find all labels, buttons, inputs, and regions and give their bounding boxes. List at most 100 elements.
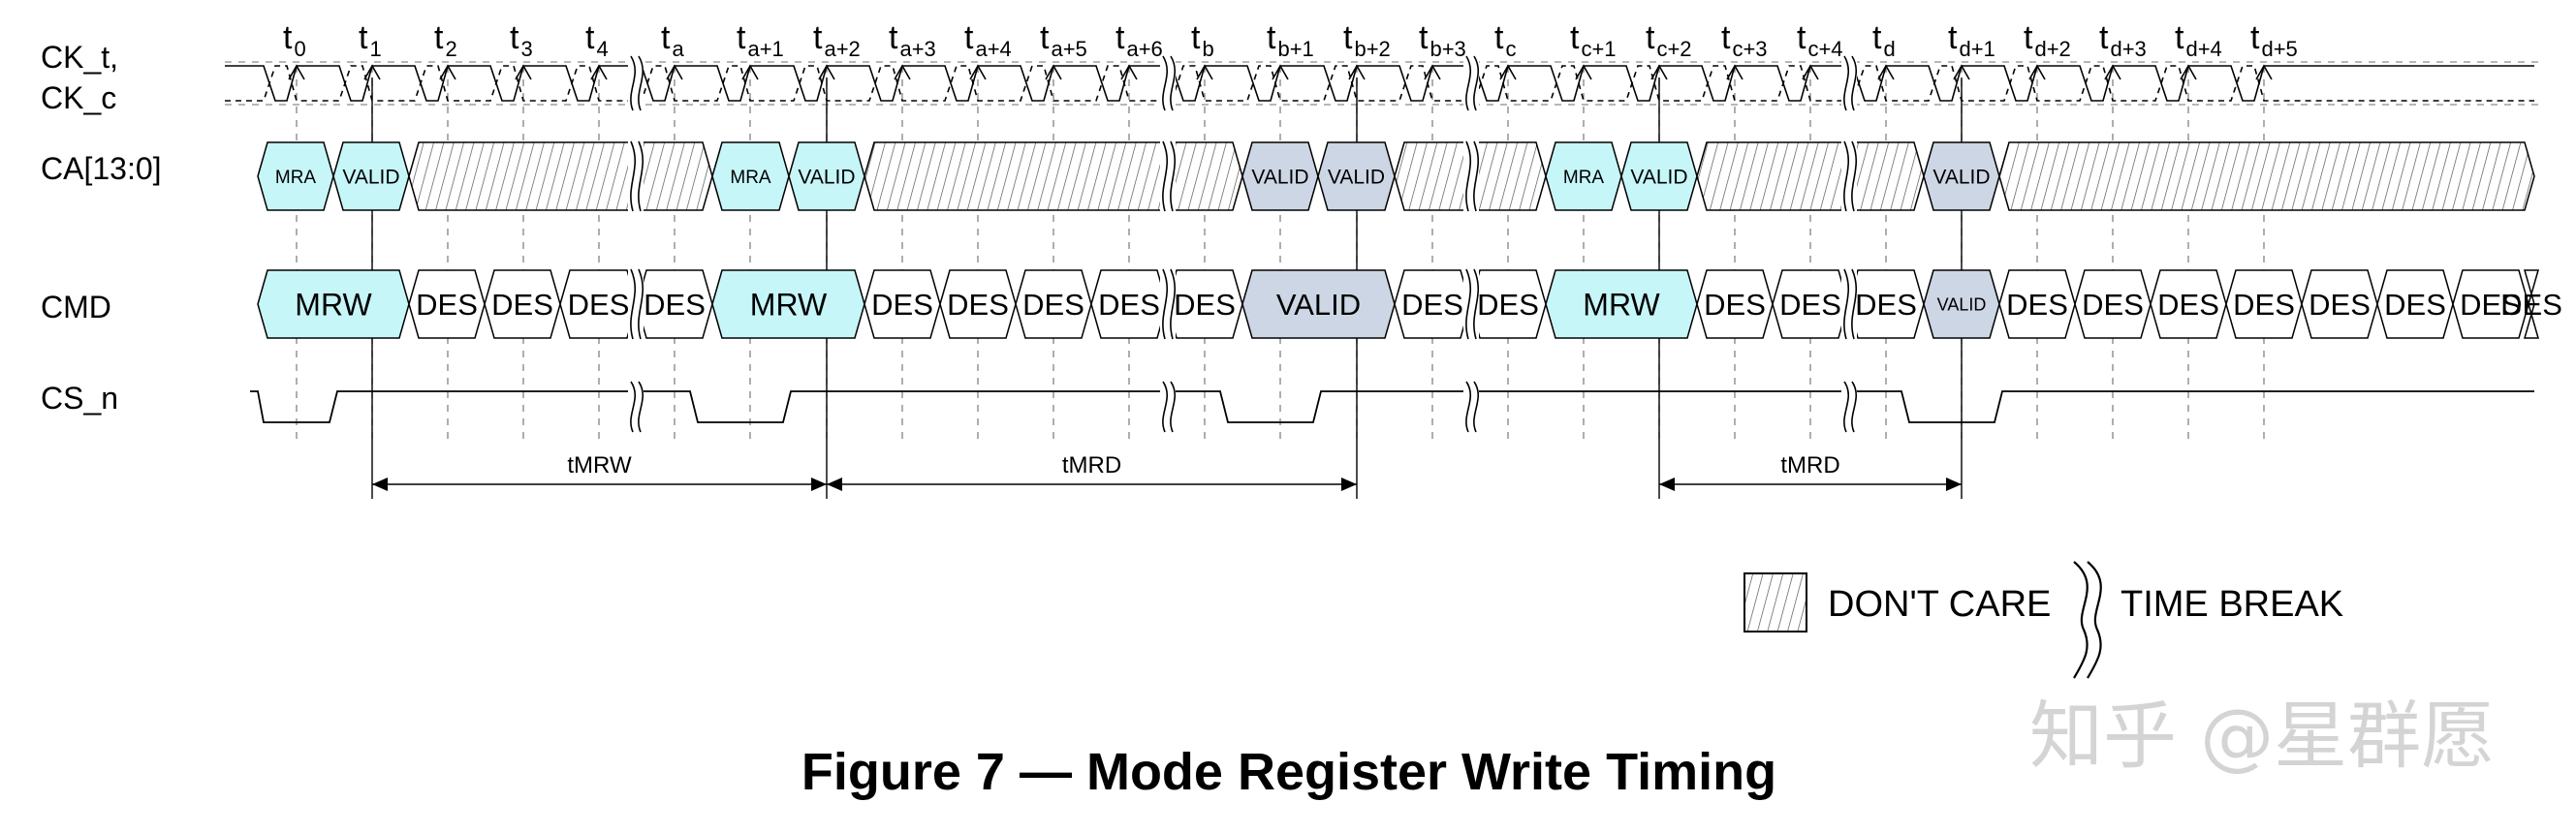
cmd-cell-label: DES	[416, 288, 478, 322]
time-break-mark	[1465, 381, 1471, 433]
time-break-gap	[628, 269, 644, 339]
tick-label: tc	[1494, 19, 1516, 61]
time-break-icon	[2073, 561, 2102, 679]
time-break-gap	[1841, 56, 1857, 110]
tick-label: ta+6	[1115, 19, 1163, 61]
cmd-cell-label: DES	[2157, 288, 2219, 322]
cmd-cell-label: DES	[2233, 288, 2295, 322]
tick-label: t0	[283, 19, 306, 61]
tick-label: ta+3	[889, 19, 936, 61]
time-break-gap	[628, 56, 644, 110]
rising-edge-arrow	[2028, 64, 2046, 80]
time-break-mark	[1473, 381, 1479, 433]
time-break-gap	[1160, 141, 1176, 211]
time-break-gap	[1841, 269, 1857, 339]
cmd-cell-label: DES	[491, 288, 553, 322]
time-break-mark	[1851, 268, 1858, 340]
cmd-cell-label: DES	[2082, 288, 2144, 322]
tick-label: tc+3	[1721, 19, 1768, 61]
time-break-mark	[1465, 268, 1472, 340]
time-break-mark	[1843, 268, 1850, 340]
rising-edge-arrow	[1120, 64, 1138, 80]
watermark: 知乎 @星群愿	[2029, 693, 2495, 779]
time-break-gap	[1463, 269, 1479, 339]
span-label: tMRW	[567, 452, 632, 478]
rising-edge-arrow	[1575, 64, 1592, 80]
rising-edge-arrow	[288, 64, 305, 80]
clock-guide-lines	[225, 61, 2544, 446]
time-break-gap	[628, 382, 644, 432]
time-break-mark	[1851, 140, 1858, 212]
cmd-cell-label: DES	[1174, 288, 1236, 322]
span-arrow-right	[811, 478, 827, 491]
rising-edge-arrow	[590, 64, 608, 80]
legend: DON'T CARE TIME BREAK	[1744, 561, 2343, 679]
rising-edge-arrow	[363, 64, 381, 80]
rising-edge-arrow	[666, 64, 683, 80]
figure-caption: Figure 7 — Mode Register Write Timing	[801, 743, 1776, 801]
ck-label-line2: CK_c	[41, 80, 116, 115]
ca-cell-label: MRA	[275, 168, 317, 188]
time-break-mark	[1162, 140, 1169, 212]
rising-edge-arrow	[818, 64, 835, 80]
time-break-mark	[1170, 381, 1176, 433]
time-break-mark	[1473, 55, 1479, 111]
time-break-mark	[1465, 140, 1472, 212]
span-label: tMRD	[1062, 452, 1121, 478]
rising-edge-arrow	[1499, 64, 1517, 80]
rising-edge-arrow	[1348, 64, 1366, 80]
cmd-cell-label: DES	[2384, 288, 2446, 322]
time-break-mark	[638, 381, 644, 433]
cmd-cell-label: DES	[2309, 288, 2371, 322]
tick-label: t1	[359, 19, 382, 61]
tick-label: ta+2	[813, 19, 861, 61]
time-break-mark	[1851, 55, 1857, 111]
cmd-cell-label: MRW	[295, 288, 372, 323]
tick-label: tb+3	[1419, 19, 1466, 61]
tick-label: t2	[434, 19, 457, 61]
signal-labels: CK_t, CK_c CA[13:0] CMD CS_n	[41, 40, 162, 416]
time-break-mark	[1473, 268, 1480, 340]
cs-waveform	[250, 390, 2534, 423]
tick-label: ta	[661, 19, 684, 61]
time-break-mark	[1170, 140, 1177, 212]
ck-t-trace	[225, 65, 2534, 102]
time-break-mark	[1851, 381, 1857, 433]
tick-label: tb+2	[1343, 19, 1391, 61]
ca-cell-label: VALID	[1328, 167, 1385, 189]
time-break-mark	[1843, 381, 1849, 433]
tick-label: td+5	[2250, 19, 2298, 61]
rising-edge-arrow	[1045, 64, 1062, 80]
time-break-gap	[1160, 382, 1176, 432]
tick-label: ta+1	[737, 19, 784, 61]
time-break-gap	[1841, 382, 1857, 432]
cmd-cell-label: DES	[644, 288, 706, 322]
ca-cell	[864, 141, 1243, 211]
time-break-gap	[628, 141, 644, 211]
cmd-cell-label: DES	[2460, 288, 2522, 322]
time-break-mark	[630, 268, 637, 340]
cs-trace	[250, 390, 2534, 423]
rising-edge-arrow	[1424, 64, 1441, 80]
tick-label: td	[1872, 19, 1896, 61]
dont-care-swatch	[1744, 572, 1807, 632]
clock-waveform	[225, 64, 2534, 102]
ca-cell-label: MRA	[730, 168, 771, 188]
cmd-cell-label: DES	[1704, 288, 1766, 322]
cmd-cell-label: DES	[1477, 288, 1539, 322]
tick-label: ta+4	[964, 19, 1012, 61]
rising-edge-arrow	[741, 64, 759, 80]
cmd-cell-label: MRW	[1583, 288, 1660, 323]
tick-label: t4	[585, 19, 609, 61]
time-break-mark	[1170, 55, 1176, 111]
ca-cell-label: VALID	[1932, 167, 1990, 189]
cmd-cell	[2524, 269, 2539, 339]
cmd-cell-label: DES	[2500, 288, 2562, 322]
tick-label: td+2	[2024, 19, 2071, 61]
time-break-mark	[630, 55, 636, 111]
span-arrow-left	[1659, 478, 1675, 491]
time-break-mark	[1473, 140, 1480, 212]
